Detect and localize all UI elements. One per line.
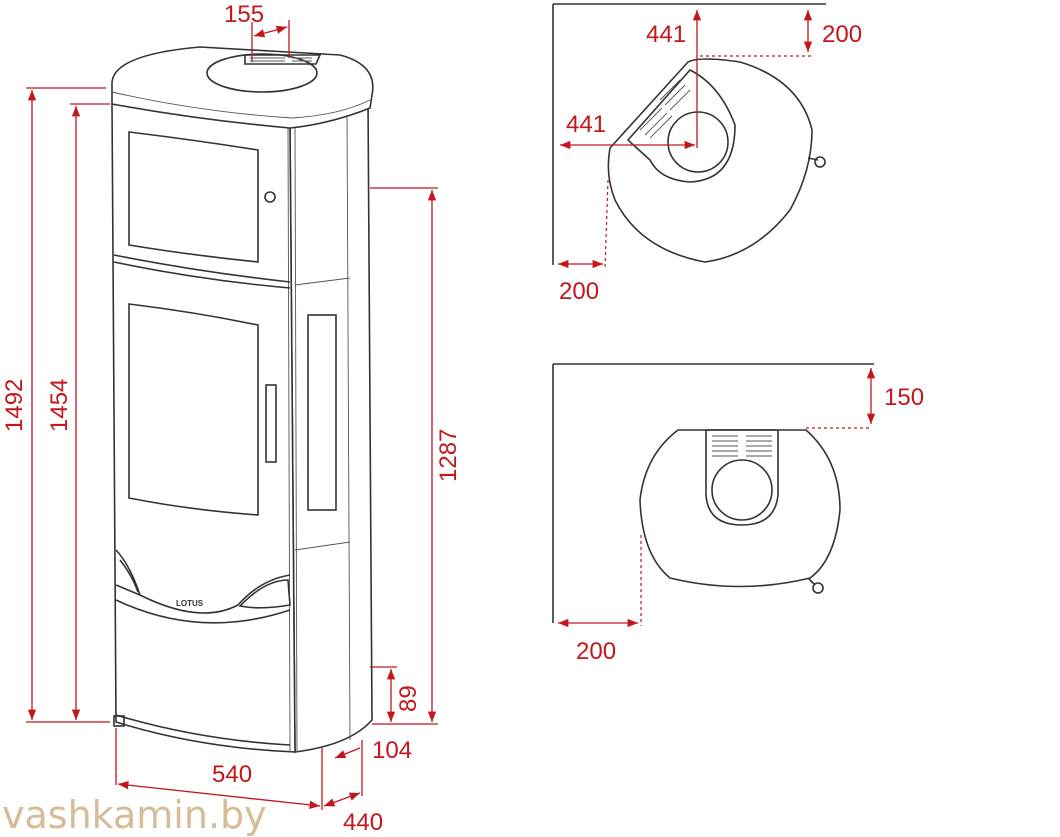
dim-body-height: 1454 (46, 379, 73, 432)
upper-door-handle[interactable] (264, 191, 276, 203)
main-glass (128, 303, 259, 516)
top-lid (111, 46, 374, 129)
stove-top-outline (607, 58, 813, 263)
side-glass-window (307, 314, 337, 511)
watermark: vashkamin.by (2, 793, 267, 837)
dim-wall-back: 150 (884, 384, 924, 411)
brand-label: LOTUS (176, 599, 204, 608)
dim-total-height: 1492 (1, 379, 28, 432)
flue-outlet (206, 53, 318, 93)
dim-corner-side: 200 (559, 278, 599, 305)
dim-top-outlet: 155 (224, 1, 264, 28)
dim-depth-offset: 104 (372, 737, 412, 764)
dim-corner-back: 200 (822, 21, 862, 48)
front-dimensions: 1492 1454 1287 89 155 104 540 440 (1, 1, 462, 836)
dim-width: 540 (212, 761, 252, 788)
dim-side-height: 1287 (435, 429, 462, 482)
dim-base-height: 89 (395, 685, 422, 712)
corner-installation-view: 200 441 441 200 (552, 3, 862, 305)
dim-wall-side: 200 (576, 638, 616, 665)
dim-corner-outlet-v: 441 (646, 21, 686, 48)
dim-depth: 440 (343, 809, 383, 836)
stove-top-outline (639, 429, 841, 588)
wall-installation-view: 150 200 (552, 363, 924, 665)
upper-glass (128, 131, 259, 263)
dim-corner-outlet-h: 441 (566, 111, 606, 138)
main-door-handle[interactable] (265, 384, 277, 463)
front-view-stove: LOTUS (111, 46, 374, 753)
